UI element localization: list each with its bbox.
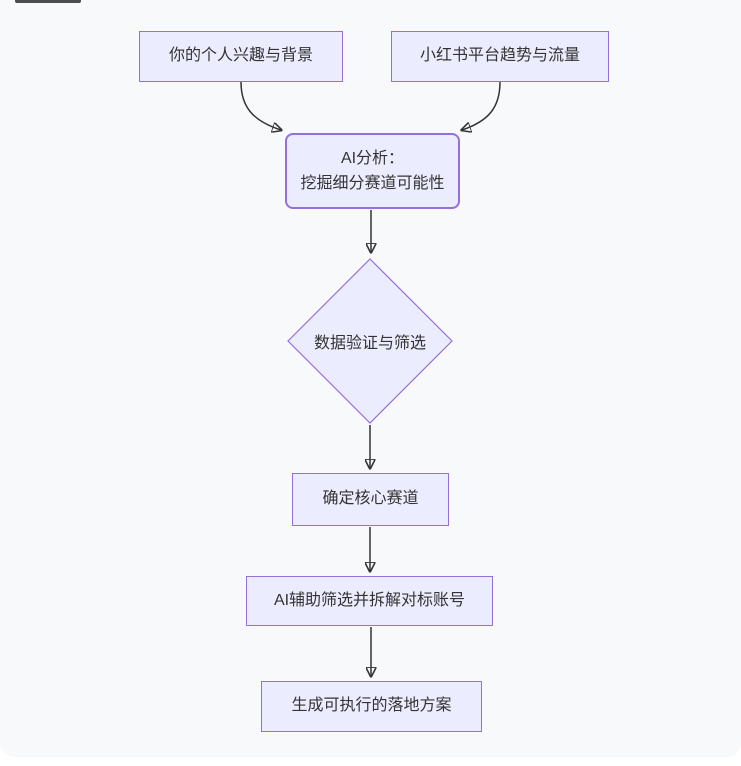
diamond-shape: [287, 258, 453, 424]
node-ai-analysis: AI分析： 挖掘细分赛道可能性: [285, 133, 460, 209]
top-left-accent-bar: [15, 0, 81, 3]
node-benchmark-accounts: AI辅助筛选并拆解对标账号: [246, 576, 493, 626]
node-label: 确定核心赛道: [322, 490, 419, 508]
node-label: 生成可执行的落地方案: [291, 697, 452, 715]
node-label: 你的个人兴趣与背景: [168, 47, 313, 65]
node-label-line1: AI分析：: [340, 150, 405, 167]
node-label: 小红书平台趋势与流量: [419, 47, 580, 65]
node-personal-interest: 你的个人兴趣与背景: [139, 31, 343, 82]
node-label-line2: 挖掘细分赛道可能性: [300, 175, 445, 192]
node-label: AI辅助筛选并拆解对标账号: [273, 591, 466, 609]
node-label: 数据验证与筛选: [313, 335, 426, 352]
node-core-track: 确定核心赛道: [292, 473, 449, 526]
node-data-validation-decision: 数据验证与筛选: [287, 258, 453, 424]
node-action-plan: 生成可执行的落地方案: [261, 681, 482, 732]
node-xiaohongshu-trends: 小红书平台趋势与流量: [391, 31, 609, 82]
